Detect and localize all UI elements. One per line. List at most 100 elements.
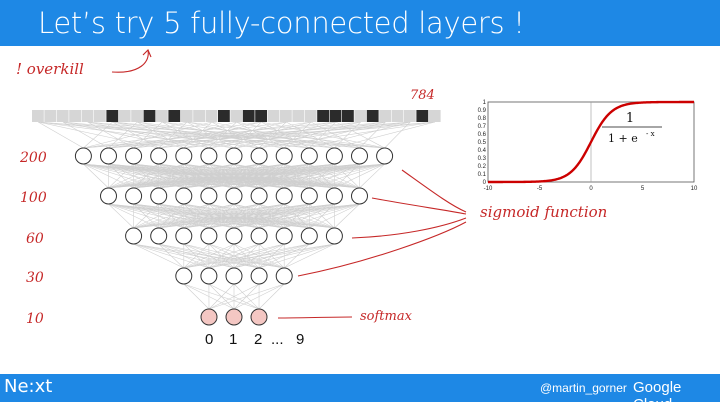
y-tick-labels: 00.10.20.30.40.50.60.70.80.91: [478, 100, 487, 186]
neuron: [226, 228, 242, 244]
connection: [184, 284, 209, 309]
input-pixel: [342, 110, 354, 122]
pointer-layer-200: [402, 170, 466, 212]
output-ellipsis: ...: [271, 331, 284, 348]
neuron: [101, 188, 117, 204]
x-tick-label: 10: [691, 186, 698, 192]
input-pixel: [305, 110, 317, 122]
connection: [159, 244, 184, 268]
neuron: [226, 188, 242, 204]
x-tick-label: -10: [484, 186, 493, 192]
neuron: [151, 188, 167, 204]
input-pixel: [218, 110, 230, 122]
neuron: [251, 188, 267, 204]
input-pixel: [255, 110, 267, 122]
input-pixel: [367, 110, 379, 122]
y-tick-label: 0.8: [478, 116, 487, 122]
neuron: [176, 148, 192, 164]
softmax-label: softmax: [360, 309, 412, 324]
neuron: [276, 148, 292, 164]
input-pixel: [404, 110, 416, 122]
input-pixel: [330, 110, 342, 122]
connection: [134, 204, 360, 228]
pointer-layer-30: [298, 222, 466, 276]
neuron: [151, 148, 167, 164]
neuron: [176, 268, 192, 284]
input-pixel-row: [32, 110, 441, 122]
input-pixel: [193, 110, 205, 122]
overkill-arrow: [112, 50, 148, 72]
y-tick-label: 0.9: [478, 108, 487, 114]
input-pixel: [57, 110, 69, 122]
neuron: [176, 188, 192, 204]
neuron: [75, 148, 91, 164]
neuron: [176, 228, 192, 244]
next-logo: Ne:xt: [4, 376, 52, 397]
overkill-annotation: ! overkill: [16, 60, 84, 78]
input-pixel: [44, 110, 56, 122]
output-neuron: [251, 309, 267, 325]
neuron: [226, 148, 242, 164]
input-pixel: [292, 110, 304, 122]
output-digit-2: 2: [254, 331, 262, 348]
input-pixel: [119, 110, 131, 122]
neuron: [377, 148, 393, 164]
neuron: [301, 228, 317, 244]
y-tick-label: 0.6: [478, 132, 487, 138]
neuron: [301, 188, 317, 204]
y-tick-label: 0.3: [478, 156, 487, 162]
google-cloud-logo: Google Cloud: [633, 379, 720, 413]
slide-title: Let’s try 5 fully-connected layers !: [38, 6, 525, 40]
input-pixel: [379, 110, 391, 122]
input-pixel: [82, 110, 94, 122]
neuron: [276, 228, 292, 244]
neuron: [326, 228, 342, 244]
connection: [209, 284, 284, 309]
x-tick-label: -5: [537, 186, 543, 192]
neuron: [352, 188, 368, 204]
overkill-arrow-head: [143, 50, 151, 57]
formula-numerator: 1: [626, 111, 634, 126]
input-pixel: [181, 110, 193, 122]
input-pixel: [243, 110, 255, 122]
input-pixel: [94, 110, 106, 122]
output-digit-9: 9: [296, 331, 304, 348]
pointer-layer-100: [372, 198, 466, 214]
layer-label-200: 200: [20, 150, 47, 166]
neuron: [226, 268, 242, 284]
neuron: [201, 148, 217, 164]
y-tick-label: 0.7: [478, 124, 487, 130]
connection: [209, 244, 335, 268]
output-neuron: [226, 309, 242, 325]
x-tick-label: 5: [641, 186, 645, 192]
neuron: [276, 188, 292, 204]
input-count-label: 784: [410, 88, 435, 103]
neuron: [126, 188, 142, 204]
twitter-handle: @martin_gorner: [540, 381, 627, 395]
input-pixel: [280, 110, 292, 122]
formula-denominator: 1 + e: [608, 132, 638, 145]
title-bar: Let’s try 5 fully-connected layers !: [0, 0, 720, 46]
input-pixel: [317, 110, 329, 122]
y-tick-label: 0.2: [478, 164, 487, 170]
neuron: [126, 148, 142, 164]
sigmoid-function-label: sigmoid function: [480, 203, 607, 221]
neuron: [326, 188, 342, 204]
connection: [184, 244, 309, 268]
layer-label-10: 10: [26, 311, 44, 327]
neuron: [276, 268, 292, 284]
input-pixel: [206, 110, 218, 122]
y-tick-label: 1: [483, 100, 487, 106]
connection: [259, 284, 284, 309]
input-pixel: [69, 110, 81, 122]
neuron: [151, 228, 167, 244]
output-digit-0: 0: [205, 331, 213, 348]
neuron: [251, 228, 267, 244]
neuron: [126, 228, 142, 244]
neuron: [101, 148, 117, 164]
neuron: [201, 188, 217, 204]
pointer-softmax: [278, 317, 352, 318]
input-pixel: [429, 110, 441, 122]
